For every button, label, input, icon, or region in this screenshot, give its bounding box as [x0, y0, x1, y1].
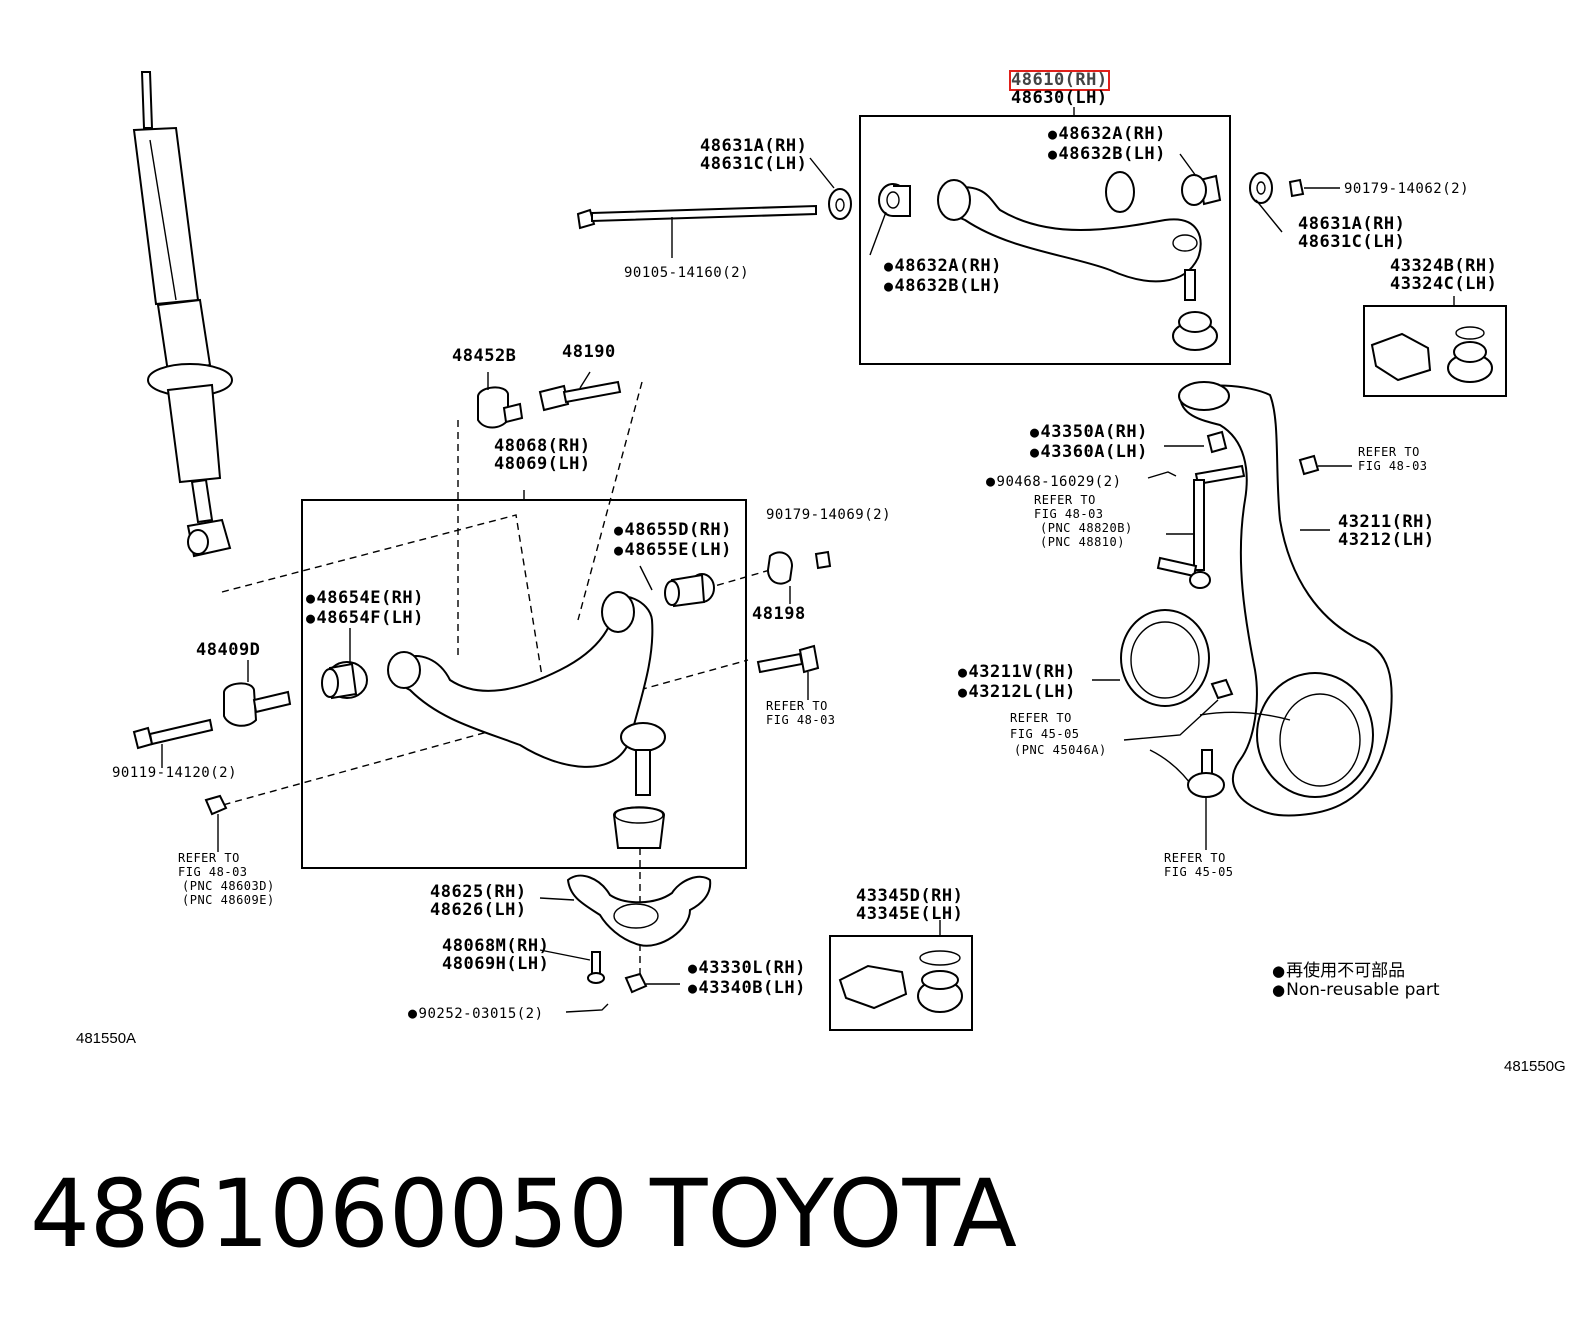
- figure-code-right: 481550G: [1504, 1058, 1566, 1075]
- label-43212: 43212(LH): [1338, 530, 1435, 550]
- label-90105-14160: 90105-14160(2): [624, 265, 750, 281]
- stabilizer-link: [1147, 430, 1246, 589]
- label-48068: 48068(RH): [494, 436, 591, 456]
- label-43360a: 43360A(LH): [1030, 444, 1148, 461]
- refer-fig-45-05-a-line1: REFER TO: [1010, 711, 1072, 725]
- nut-43330: [624, 972, 648, 994]
- bolt-90119: [132, 726, 154, 750]
- shock-absorber: [132, 71, 233, 558]
- label-90179-14069: 90179-14069(2): [766, 507, 892, 523]
- refer-fig-48-03-b-line2: FIG 48-03: [178, 865, 248, 879]
- label-48632b-mid: 48632B(LH): [884, 278, 1002, 295]
- label-48198: 48198: [752, 604, 806, 624]
- label-48631a-right: 48631A(RH): [1298, 214, 1406, 234]
- label-43324c: 43324C(LH): [1390, 274, 1498, 294]
- label-48632a-mid: 48632A(RH): [884, 258, 1002, 275]
- upper-arm-box: [859, 115, 1231, 365]
- label-48632a-top: 48632A(RH): [1048, 126, 1166, 143]
- label-43345d: 43345D(RH): [856, 886, 964, 906]
- label-48631c-top: 48631C(LH): [700, 154, 808, 174]
- long-bolt: [576, 188, 852, 258]
- refer-fig-48-03-c-line3: (PNC 48820B): [1040, 521, 1133, 535]
- cam-48409d: [223, 682, 258, 727]
- boot-kit-box-2: [829, 935, 973, 1031]
- washer-48198: [766, 551, 794, 585]
- refer-fig-48-03-c-line2: FIG 48-03: [1034, 507, 1104, 521]
- label-43330l: 43330L(RH): [688, 960, 806, 977]
- refer-fig-48-03-b-line1: REFER TO: [178, 851, 240, 865]
- label-48069h: 48069H(LH): [442, 954, 550, 974]
- legend-non-reusable-en: Non-reusable part: [1272, 980, 1439, 1000]
- refer-fig-45-05-b-line2: FIG 45-05: [1164, 865, 1234, 879]
- tie-rod-end: [1201, 749, 1213, 776]
- part-number-caption: 4861060050: [30, 1160, 629, 1269]
- label-48452b: 48452B: [452, 346, 517, 366]
- label-48190: 48190: [562, 342, 616, 362]
- label-43350a: 43350A(RH): [1030, 424, 1148, 441]
- label-48069: 48069(LH): [494, 454, 591, 474]
- label-48631c-right: 48631C(LH): [1298, 232, 1406, 252]
- refer-fig-48-03-a-line1: REFER TO: [766, 699, 828, 713]
- boot-kit-box: [1363, 305, 1507, 397]
- figure-code-left: 481550A: [76, 1030, 137, 1047]
- label-48610: 48610(RH): [1009, 70, 1110, 91]
- label-48630: 48630(LH): [1011, 88, 1108, 108]
- label-43340b: 43340B(LH): [688, 980, 806, 997]
- label-43324b: 43324B(RH): [1390, 256, 1498, 276]
- refer-fig-48-03-a-line2: FIG 48-03: [766, 713, 836, 727]
- label-48626: 48626(LH): [430, 900, 527, 920]
- nut-knuckle: [1210, 678, 1234, 700]
- nut: [204, 794, 228, 816]
- refer-fig-45-05-a-line2: FIG 45-05: [1010, 727, 1080, 741]
- nut-right: [1298, 454, 1320, 476]
- label-43345e: 43345E(LH): [856, 904, 964, 924]
- refer-fig-48-03-d-line2: FIG 48-03: [1358, 459, 1428, 473]
- label-90468-16029: 90468-16029(2): [986, 474, 1122, 490]
- label-90252-03015: 90252-03015(2): [408, 1006, 544, 1022]
- label-48625: 48625(RH): [430, 882, 527, 902]
- label-48654e: 48654E(RH): [306, 590, 424, 607]
- washer: [1249, 172, 1273, 204]
- legend-non-reusable-jp: 再使用不可部品: [1272, 956, 1405, 981]
- refer-fig-45-05-b-line1: REFER TO: [1164, 851, 1226, 865]
- label-43211: 43211(RH): [1338, 512, 1435, 532]
- bolt-48068m: [591, 951, 601, 976]
- refer-fig-48-03-c-line1: REFER TO: [1034, 493, 1096, 507]
- label-48655e: 48655E(LH): [614, 542, 732, 559]
- refer-fig-45-05-a-line3: (PNC 45046A): [1014, 743, 1107, 757]
- refer-fig-48-03-c-line4: (PNC 48810): [1040, 535, 1125, 549]
- bracket-48625: [566, 874, 712, 947]
- refer-fig-48-03-d-line1: REFER TO: [1358, 445, 1420, 459]
- lower-arm: [387, 591, 666, 849]
- label-48654f: 48654F(LH): [306, 610, 424, 627]
- label-48631a-top: 48631A(RH): [700, 136, 808, 156]
- label-90119-14120: 90119-14120(2): [112, 765, 238, 781]
- label-43211v: 43211V(RH): [958, 664, 1076, 681]
- label-90179-14062: 90179-14062(2): [1344, 181, 1470, 197]
- label-48068m: 48068M(RH): [442, 936, 550, 956]
- upper-arm: [878, 171, 1222, 351]
- brand-caption: TOYOTA: [650, 1160, 1017, 1269]
- cam-bolt: [538, 384, 570, 412]
- refer-fig-48-03-b-line3: (PNC 48603D): [182, 879, 275, 893]
- label-48655d: 48655D(RH): [614, 522, 732, 539]
- label-48409d: 48409D: [196, 640, 261, 660]
- label-48632b-top: 48632B(LH): [1048, 146, 1166, 163]
- steering-knuckle: [1149, 381, 1393, 817]
- label-43212l: 43212L(LH): [958, 684, 1076, 701]
- refer-fig-48-03-b-line4: (PNC 48609E): [182, 893, 275, 907]
- dust-seal: [1120, 609, 1210, 707]
